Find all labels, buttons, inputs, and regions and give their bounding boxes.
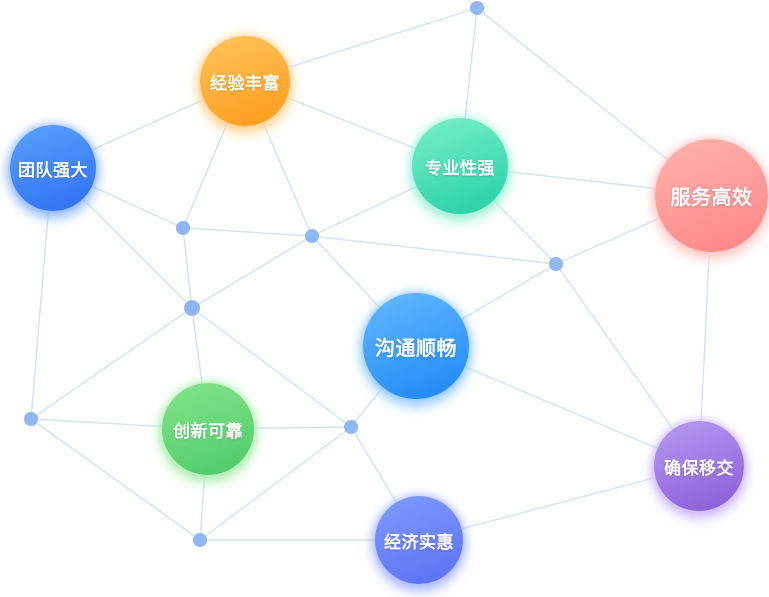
- junction-dot: [193, 533, 207, 547]
- edge: [191, 307, 352, 428]
- junction-dot: [344, 420, 358, 434]
- edge: [418, 465, 700, 541]
- junction-dot: [184, 300, 200, 316]
- node-professional: 专业性强: [412, 118, 508, 214]
- node-team: 团队强大: [10, 125, 96, 211]
- node-label: 服务高效: [670, 185, 753, 209]
- edge: [311, 235, 557, 265]
- node-label: 团队强大: [18, 160, 88, 181]
- edge: [182, 227, 313, 237]
- node-innovation: 创新可靠: [162, 383, 254, 475]
- junction-dot: [470, 1, 484, 15]
- node-communication: 沟通顺畅: [363, 293, 469, 399]
- junction-dot: [24, 412, 38, 426]
- edge: [182, 227, 193, 309]
- node-label: 经验丰富: [210, 73, 280, 94]
- node-label: 创新可靠: [173, 421, 243, 442]
- junction-dot: [305, 229, 319, 243]
- edge: [199, 426, 352, 541]
- edge: [30, 418, 201, 541]
- node-delivery: 确保移交: [654, 421, 744, 511]
- edge: [30, 307, 193, 420]
- node-label: 沟通顺畅: [375, 335, 457, 360]
- edge: [191, 235, 313, 309]
- node-label: 经济实惠: [384, 532, 454, 553]
- node-affordable: 经济实惠: [375, 496, 463, 584]
- junction-dot: [549, 257, 563, 271]
- node-efficient: 服务高效: [655, 139, 768, 252]
- node-experience: 经验丰富: [200, 36, 290, 126]
- node-label: 确保移交: [664, 458, 734, 479]
- node-label: 专业性强: [425, 158, 495, 179]
- junction-dot: [176, 221, 190, 235]
